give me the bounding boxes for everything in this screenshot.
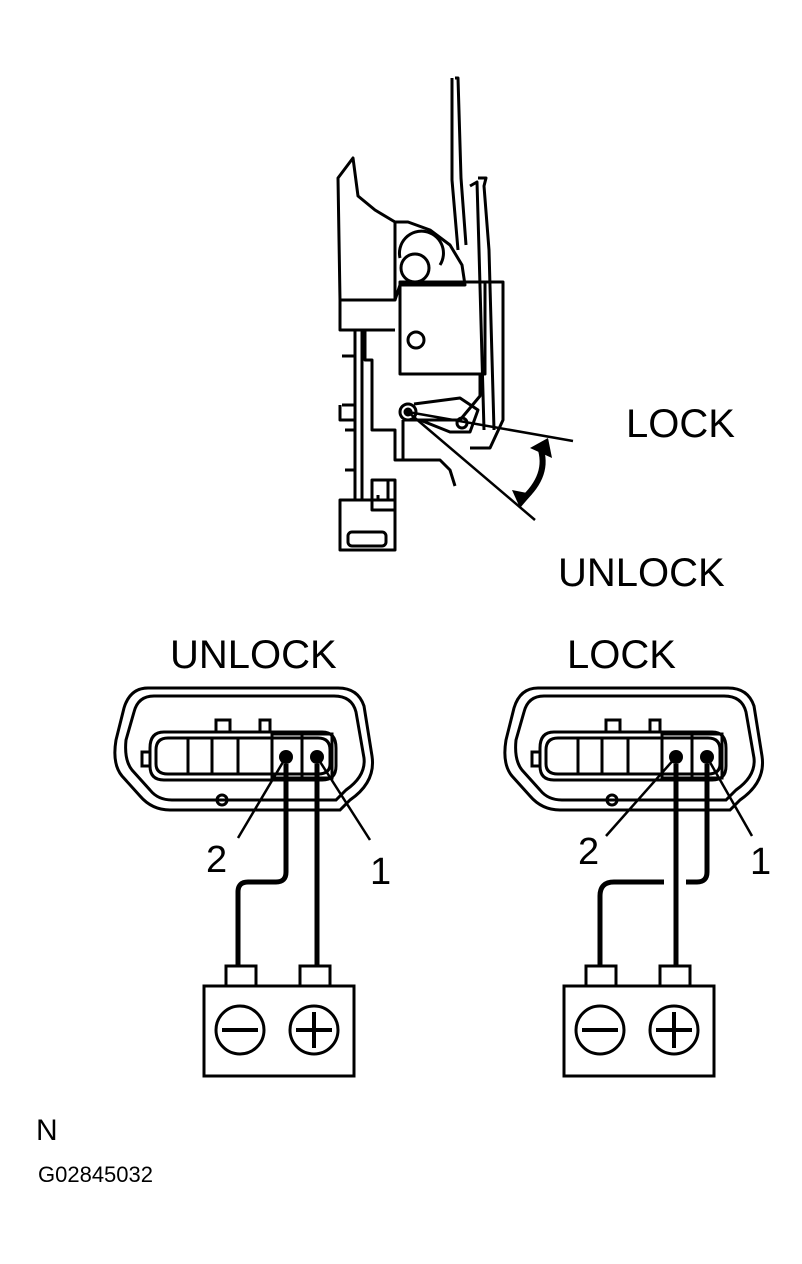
door-lock-assembly (336, 76, 505, 552)
arrowhead-up-icon (530, 438, 552, 458)
right-connector (503, 686, 765, 812)
right-battery (562, 964, 716, 1078)
left-pin-1-label: 1 (370, 851, 391, 893)
figure-code: G02845032 (38, 1162, 153, 1187)
right-wiring (597, 764, 710, 966)
unlock-position-line (407, 411, 536, 521)
positive-terminal-icon (288, 1004, 340, 1056)
left-pin-2-label: 2 (206, 839, 227, 881)
arrowhead-down-icon (512, 490, 532, 508)
left-wiring (235, 764, 320, 966)
left-battery (202, 964, 356, 1078)
right-connector-title: LOCK (567, 633, 676, 677)
lock-angle-indicator (407, 410, 574, 521)
lock-position-line (407, 410, 574, 443)
right-leader-lines (605, 756, 754, 837)
top-lock-label: LOCK (626, 402, 735, 446)
rotation-arrow-icon (519, 445, 546, 503)
right-pin-1-label: 1 (750, 841, 771, 883)
negative-terminal-icon (214, 1004, 266, 1056)
right-pin-2-label: 2 (578, 831, 599, 873)
top-unlock-label: UNLOCK (558, 551, 725, 595)
left-leader-lines (236, 756, 372, 841)
positive-terminal-icon (648, 1004, 700, 1056)
left-connector-title: UNLOCK (170, 633, 337, 677)
marker-label: N (36, 1114, 58, 1147)
negative-terminal-icon (574, 1004, 626, 1056)
left-connector (113, 686, 375, 812)
